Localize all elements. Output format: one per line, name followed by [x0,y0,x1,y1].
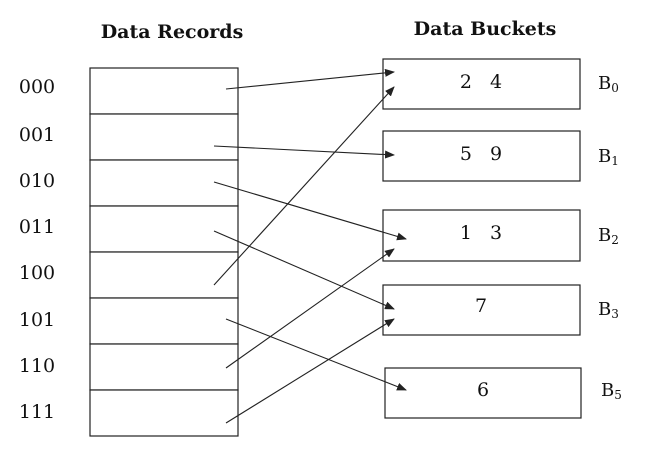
record-code: 000 [19,76,55,98]
record-cell [89,251,239,299]
record-cell [89,389,239,437]
record-cell [89,205,239,253]
bucket-values: 5 9 [460,143,502,165]
record-code: 100 [19,262,55,284]
bucket-values: 1 3 [460,222,502,244]
bucket-box [382,130,581,182]
arrow-000-to-b0 [225,68,395,90]
bucket-box [384,367,582,419]
bucket-label: B5 [601,380,622,402]
records-title: Data Records [101,21,244,43]
record-code: 011 [19,216,55,238]
arrow-110-to-b2 [225,248,395,369]
buckets-title: Data Buckets [414,18,557,40]
bucket-box [382,58,581,110]
bucket-label: B3 [598,299,619,321]
bucket-label: B2 [598,225,619,247]
bucket-label: B0 [598,73,619,95]
record-code: 010 [19,170,55,192]
bucket-label: B1 [598,146,619,168]
record-code: 111 [19,401,55,423]
arrow-111-to-b3 [225,318,395,424]
record-code: 001 [19,124,55,146]
arrow-100-to-b0 [213,86,395,286]
record-cell [89,67,239,115]
bucket-box [382,209,581,262]
record-code: 101 [19,309,55,331]
arrow-010-to-b2 [213,181,407,241]
arrow-101-to-b5 [225,318,407,391]
bucket-values: 6 [477,379,489,401]
record-cell [89,297,239,345]
record-cell [89,343,239,391]
bucket-values: 2 4 [460,71,502,93]
arrow-001-to-b1 [213,145,395,159]
record-cell [89,113,239,161]
arrow-011-to-b3 [213,230,395,310]
bucket-box [382,284,581,336]
record-cell [89,159,239,207]
record-code: 110 [19,355,55,377]
bucket-values: 7 [475,295,487,317]
